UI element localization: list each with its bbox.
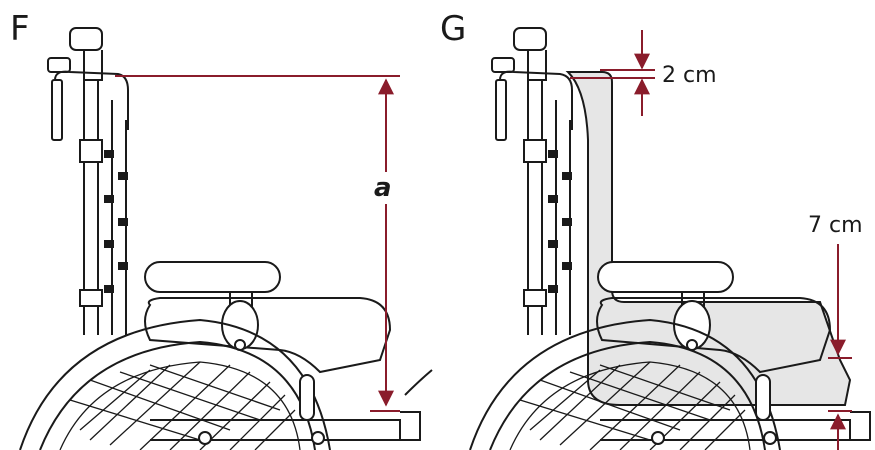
backrest-post <box>79 80 128 335</box>
dimension-7cm-label: 7 cm <box>808 213 863 238</box>
backrest-post-g <box>523 80 572 335</box>
back-cushion <box>565 71 852 406</box>
dimension-a-label: a <box>374 173 392 203</box>
adjustment-holes <box>104 150 128 293</box>
adjustment-holes-g <box>548 150 572 293</box>
panel-f: F <box>10 9 433 450</box>
dimension-7cm: 7 cm <box>808 213 863 450</box>
frame-base-g <box>600 374 871 445</box>
panel-g: G <box>440 9 871 450</box>
frame-base <box>150 369 433 445</box>
push-handle-g <box>491 27 573 141</box>
dimension-a: a <box>115 75 406 412</box>
wheel <box>19 318 331 450</box>
dimension-2cm: 2 cm <box>570 30 717 116</box>
panel-f-letter: F <box>10 9 30 49</box>
armrest <box>144 261 392 374</box>
panel-g-letter: G <box>440 9 466 49</box>
dimension-2cm-label: 2 cm <box>662 63 717 88</box>
push-handle <box>47 27 129 141</box>
armrest-g <box>596 261 832 374</box>
